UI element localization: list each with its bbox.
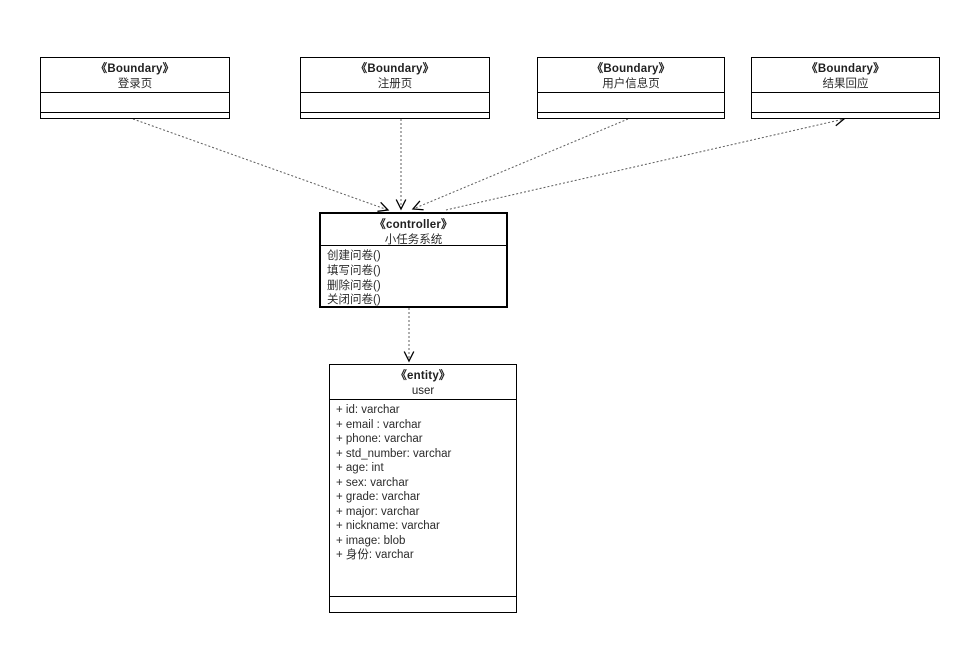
- stereotype-label: 《Boundary》: [591, 63, 671, 75]
- connector-userinfo-to-controller: [411, 118, 629, 211]
- entity-attributes: + id: varchar + email : varchar + phone:…: [330, 399, 516, 596]
- stereotype-label: 《Boundary》: [95, 63, 175, 75]
- empty-compartment: [41, 92, 229, 112]
- empty-compartment: [301, 92, 489, 112]
- attribute-item: + image: blob: [336, 534, 406, 547]
- boundary-box-userinfo: 《Boundary》 用户信息页: [537, 57, 725, 119]
- attribute-item: + id: varchar: [336, 404, 400, 416]
- controller-box-tasksystem: 《controller》 小任务系统 创建问卷() 填写问卷() 删除问卷() …: [319, 212, 508, 308]
- stereotype-label: 《controller》: [374, 219, 453, 231]
- boundary-result-title: 《Boundary》 结果回应: [752, 58, 939, 92]
- empty-compartment: [41, 112, 229, 118]
- attribute-item: + age: int: [336, 462, 384, 474]
- attribute-item: + grade: varchar: [336, 491, 421, 503]
- connector-controller-to-result: [445, 115, 846, 211]
- attribute-item: + sex: varchar: [336, 476, 409, 489]
- entity-title: 《entity》 user: [330, 365, 516, 399]
- attribute-item: + 身份: varchar: [336, 549, 414, 561]
- empty-compartment: [752, 92, 939, 112]
- controller-title: 《controller》 小任务系统: [321, 214, 506, 246]
- stereotype-label: 《Boundary》: [806, 63, 885, 75]
- empty-compartment: [752, 112, 939, 118]
- boundary-box-register: 《Boundary》 注册页: [300, 57, 490, 119]
- controller-methods: 创建问卷() 填写问卷() 删除问卷() 关闭问卷(): [321, 245, 506, 306]
- stereotype-label: 《entity》: [395, 370, 451, 382]
- class-name: 用户信息页: [602, 78, 660, 90]
- boundary-login-title: 《Boundary》 登录页: [41, 58, 229, 92]
- attribute-item: + nickname: varchar: [336, 520, 440, 532]
- empty-compartment: [538, 112, 724, 118]
- method-item: 关闭问卷(): [327, 294, 381, 306]
- boundary-box-result: 《Boundary》 结果回应: [751, 57, 940, 119]
- empty-compartment: [301, 112, 489, 118]
- attribute-item: + major: varchar: [336, 505, 420, 518]
- method-item: 创建问卷(): [327, 250, 381, 262]
- attribute-item: + phone: varchar: [336, 433, 423, 445]
- class-name: 小任务系统: [384, 234, 443, 246]
- class-name: user: [411, 385, 435, 397]
- attribute-item: + email : varchar: [336, 418, 422, 431]
- method-item: 填写问卷(): [327, 264, 381, 277]
- class-name: 登录页: [117, 78, 153, 90]
- stereotype-label: 《Boundary》: [355, 63, 435, 75]
- attribute-item: + std_number: varchar: [336, 447, 452, 460]
- connector-login-to-controller: [132, 118, 390, 212]
- class-name: 注册页: [377, 78, 413, 90]
- entity-box-user: 《entity》 user + id: varchar + email : va…: [329, 364, 517, 613]
- boundary-userinfo-title: 《Boundary》 用户信息页: [538, 58, 724, 92]
- empty-compartment: [538, 92, 724, 112]
- method-item: 删除问卷(): [327, 279, 381, 292]
- boundary-box-login: 《Boundary》 登录页: [40, 57, 230, 119]
- boundary-register-title: 《Boundary》 注册页: [301, 58, 489, 92]
- empty-compartment: [330, 595, 516, 613]
- class-name: 结果回应: [822, 78, 869, 90]
